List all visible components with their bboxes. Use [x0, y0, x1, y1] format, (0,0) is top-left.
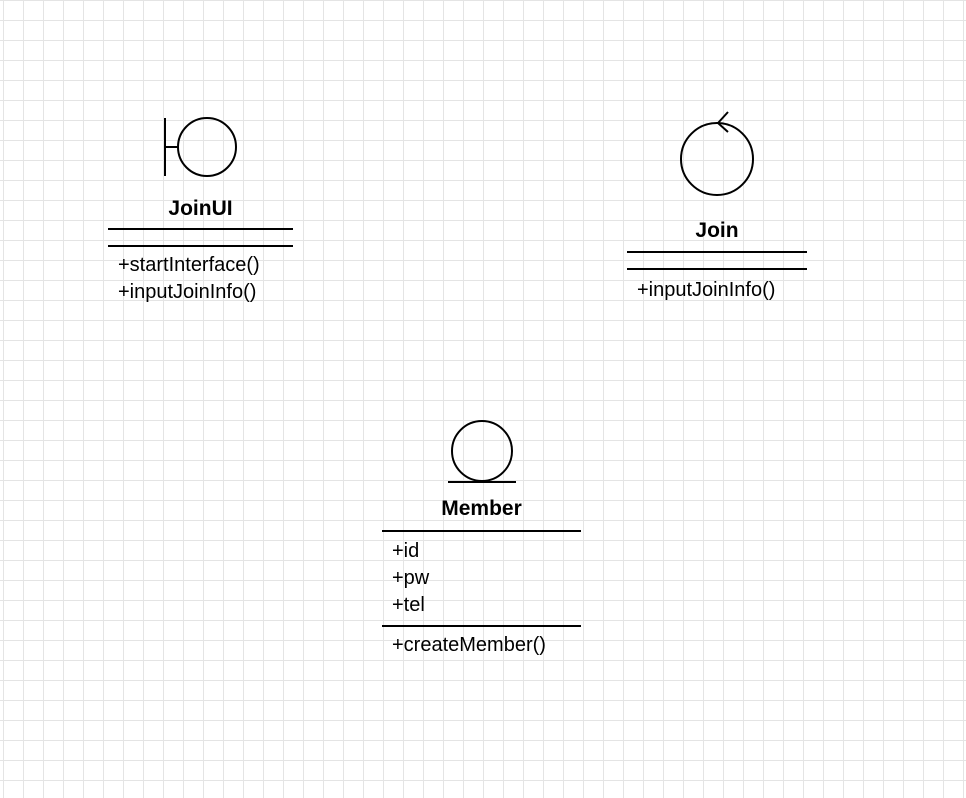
class-divider [382, 530, 581, 532]
class-join[interactable]: Join +inputJoinInfo() [627, 217, 807, 307]
class-divider [627, 268, 807, 270]
class-member[interactable]: Member +id +pw +tel +createMember() [382, 496, 581, 666]
entity-icon [448, 420, 516, 483]
boundary-icon [164, 117, 237, 177]
class-divider [108, 228, 293, 230]
operations-list: +createMember() [392, 632, 546, 659]
class-joinui[interactable]: JoinUI +startInterface() +inputJoinInfo(… [108, 195, 293, 310]
operation: +createMember() [392, 634, 546, 656]
class-name: Member [441, 497, 522, 520]
operation: +startInterface() [118, 254, 260, 276]
attribute: +pw [392, 567, 430, 589]
attributes-list: +id +pw +tel [392, 538, 429, 619]
control-icon [680, 111, 754, 196]
attribute: +tel [392, 594, 425, 616]
operations-list: +startInterface() +inputJoinInfo() [118, 252, 260, 306]
class-name: Join [695, 219, 739, 242]
class-divider [627, 251, 807, 253]
class-name: JoinUI [168, 197, 233, 220]
class-divider [382, 625, 581, 627]
operations-list: +inputJoinInfo() [637, 277, 775, 304]
class-divider [108, 245, 293, 247]
attribute: +id [392, 540, 420, 562]
operation: +inputJoinInfo() [118, 281, 257, 303]
operation: +inputJoinInfo() [637, 279, 776, 301]
